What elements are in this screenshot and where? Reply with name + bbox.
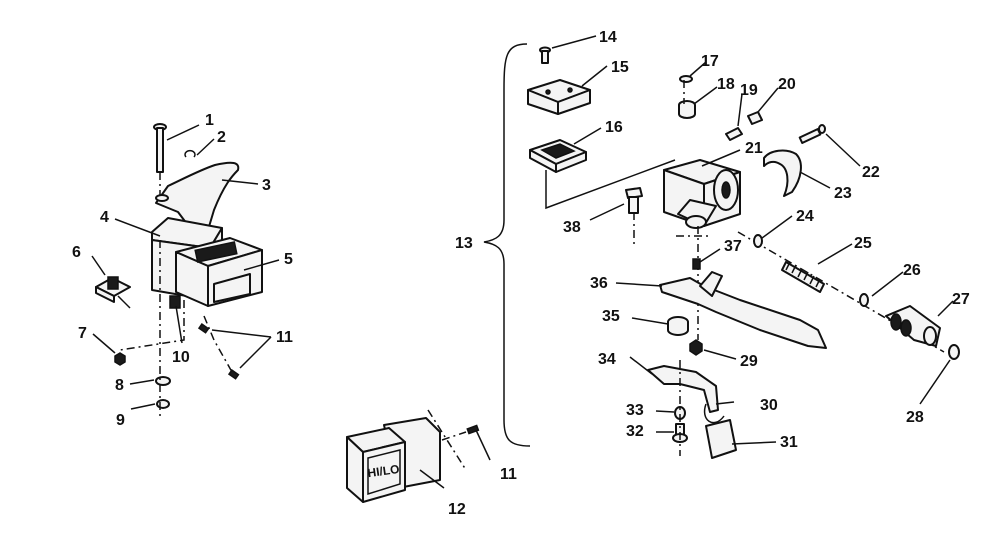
callout-2: 2 — [217, 129, 226, 146]
lever-bolt — [625, 187, 643, 214]
callout-20: 20 — [778, 76, 796, 93]
callout-36: 36 — [590, 275, 608, 292]
handlebar-clamp — [763, 149, 802, 197]
switch-face-label: HI/LO — [367, 462, 401, 480]
brake-light-switch — [705, 419, 737, 459]
switch-bracket — [647, 365, 719, 413]
callout-12: 12 — [448, 501, 466, 518]
callout-19: 19 — [740, 82, 758, 99]
spring-washer — [859, 293, 869, 307]
callout-25: 25 — [854, 235, 872, 252]
callout-13: 13 — [455, 235, 473, 252]
washer — [155, 376, 171, 386]
callout-labels: 1 2 3 4 5 6 7 8 9 10 11 11 12 13 14 15 1… — [72, 29, 970, 518]
callout-26: 26 — [903, 262, 921, 279]
screw — [197, 323, 210, 334]
callout-8: 8 — [115, 377, 124, 394]
callout-9: 9 — [116, 412, 125, 429]
left-throttle-assembly — [95, 123, 263, 420]
callout-34: 34 — [598, 351, 616, 368]
callout-33: 33 — [626, 402, 644, 419]
return-spring — [781, 261, 825, 293]
diaphragm — [529, 139, 587, 173]
leader-lines — [91, 35, 954, 489]
bleeder-cap — [747, 111, 763, 125]
callout-35: 35 — [602, 308, 620, 325]
callout-6: 6 — [72, 244, 81, 261]
throttle-lever — [155, 161, 240, 231]
pivot-bolt — [153, 123, 167, 173]
callout-7: 7 — [78, 325, 87, 342]
callout-29: 29 — [740, 353, 758, 370]
callout-37: 37 — [724, 238, 742, 255]
brake-lever — [659, 277, 827, 349]
o-ring — [679, 75, 693, 83]
callout-31: 31 — [780, 434, 798, 451]
pivot-pin — [692, 258, 701, 270]
callout-17: 17 — [701, 53, 719, 70]
nut — [114, 352, 126, 366]
callout-30: 30 — [760, 397, 778, 414]
screw — [227, 369, 240, 380]
callout-3: 3 — [262, 177, 271, 194]
callout-1: 1 — [205, 112, 214, 129]
master-cylinder-body — [663, 159, 741, 229]
callout-28: 28 — [906, 409, 924, 426]
switch-screw — [466, 424, 480, 435]
clamp-screw — [798, 124, 826, 144]
callout-18: 18 — [717, 76, 735, 93]
callout-21: 21 — [745, 140, 763, 157]
assembly-brace — [483, 43, 531, 447]
cable-clip — [95, 276, 131, 309]
callout-11-switch: 11 — [500, 466, 517, 483]
seal-ring — [948, 344, 960, 360]
pivot-nut — [689, 339, 703, 356]
piston-washer — [753, 234, 763, 248]
brake-lever-assembly — [483, 43, 960, 459]
callout-38: 38 — [563, 219, 581, 236]
bleeder-screw — [725, 127, 743, 141]
callout-27: 27 — [952, 291, 970, 308]
spacer — [169, 295, 181, 309]
callout-24: 24 — [796, 208, 814, 225]
callout-15: 15 — [611, 59, 629, 76]
switch-lead — [703, 403, 725, 424]
piston — [885, 305, 941, 347]
cover-screw — [539, 46, 551, 64]
callout-16: 16 — [605, 119, 623, 136]
reservoir-cover — [527, 79, 591, 115]
callout-14: 14 — [599, 29, 617, 46]
pivot-bushing — [667, 316, 689, 336]
callout-23: 23 — [834, 185, 852, 202]
callout-4: 4 — [100, 209, 109, 226]
hi-lo-switch-assembly: HI/LO — [346, 409, 480, 503]
piston-cap — [678, 100, 696, 119]
callout-11: 11 — [276, 329, 293, 346]
callout-5: 5 — [284, 251, 293, 268]
lock-washer — [156, 399, 170, 409]
e-clip — [184, 149, 196, 158]
switch-block — [175, 237, 263, 307]
callout-22: 22 — [862, 164, 880, 181]
callout-10: 10 — [172, 349, 190, 366]
callout-32: 32 — [626, 423, 644, 440]
